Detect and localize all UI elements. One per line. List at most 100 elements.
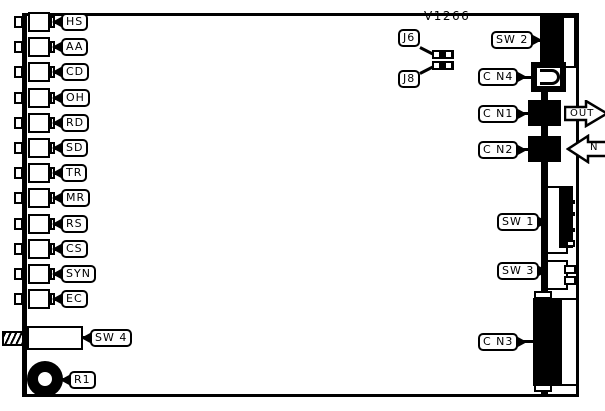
out-arrow-label: OUT xyxy=(570,108,595,119)
arrow-right-icon xyxy=(564,100,605,128)
led-body-icon xyxy=(28,37,50,57)
led-pad-icon xyxy=(14,243,23,255)
j8-jumper-block[interactable] xyxy=(432,61,454,70)
j6-jumper-block[interactable] xyxy=(432,50,454,59)
callout-led-label: CD xyxy=(66,64,85,78)
arrow-left-icon xyxy=(566,134,605,164)
sw4-switch[interactable] xyxy=(27,326,83,350)
led-body-icon xyxy=(28,264,50,284)
r1-potentiometer-dot xyxy=(41,375,49,383)
jumper-pin xyxy=(434,52,439,57)
led-pad-icon xyxy=(14,117,23,129)
led-pad-icon xyxy=(14,218,23,230)
in-arrow-label: N xyxy=(590,142,599,153)
led-pad-icon xyxy=(14,192,23,204)
callout-led-label: CS xyxy=(66,241,83,255)
jumper-pin xyxy=(446,52,451,57)
callout-sw1: SW 1 xyxy=(497,213,540,231)
callout-led-label: SD xyxy=(66,140,84,154)
callout-led-tr: TR xyxy=(61,164,88,182)
callout-led-cs: CS xyxy=(61,240,88,258)
callout-led-cd: CD xyxy=(61,63,90,81)
callout-cn1: C N1 xyxy=(478,105,519,123)
callout-led-label: HS xyxy=(66,14,84,28)
sw2-bracket xyxy=(564,16,576,68)
callout-led-label: RS xyxy=(66,216,83,230)
sw3-contact-slot xyxy=(564,265,576,274)
right-edge-rail xyxy=(541,13,548,397)
cn1-connector[interactable] xyxy=(528,100,561,126)
board-left-rail xyxy=(22,13,27,397)
sw1-contact-slot xyxy=(566,212,575,216)
jumper-pin xyxy=(446,63,451,68)
led-body-icon xyxy=(28,138,50,158)
callout-led-hs: HS xyxy=(61,13,89,31)
jumper-pin xyxy=(440,63,445,68)
callout-led-label: TR xyxy=(66,165,83,179)
sw1-contact-slot xyxy=(566,240,575,247)
callout-cn2: C N2 xyxy=(478,141,519,159)
callout-led-label: RD xyxy=(66,115,85,129)
led-body-icon xyxy=(28,188,50,208)
led-body-icon xyxy=(28,289,50,309)
callout-cn4-label: C N4 xyxy=(483,69,514,83)
led-body-icon xyxy=(28,163,50,183)
callout-sw3: SW 3 xyxy=(497,262,540,280)
callout-sw4: SW 4 xyxy=(90,329,133,347)
led-body-icon xyxy=(28,239,50,259)
callout-r1: R1 xyxy=(69,371,96,389)
led-pad-icon xyxy=(14,16,23,28)
led-pad-icon xyxy=(14,167,23,179)
callout-led-mr: MR xyxy=(61,189,91,207)
callout-led-label: AA xyxy=(66,39,84,53)
callout-led-sd: SD xyxy=(61,139,89,157)
sw1-contact-slot xyxy=(566,228,575,232)
callout-led-rd: RD xyxy=(61,114,90,132)
callout-cn4: C N4 xyxy=(478,68,519,86)
cn2-connector[interactable] xyxy=(528,136,561,162)
cn3-mount-tab-bottom xyxy=(534,384,552,392)
sw1-switch-contacts xyxy=(559,186,573,248)
led-pad-icon xyxy=(14,268,23,280)
led-pad-icon xyxy=(14,41,23,53)
edge-hatch-icon xyxy=(2,331,24,346)
callout-j8-label: J8 xyxy=(403,71,416,85)
led-pad-icon xyxy=(14,293,23,305)
callout-sw2: SW 2 xyxy=(491,31,534,49)
sw2-switch[interactable] xyxy=(540,15,566,67)
callout-led-aa: AA xyxy=(61,38,89,56)
led-body-icon xyxy=(28,214,50,234)
callout-sw4-label: SW 4 xyxy=(95,330,128,344)
callout-j6: J6 xyxy=(398,29,421,47)
callout-led-label: MR xyxy=(66,190,86,204)
led-body-icon xyxy=(28,113,50,133)
callout-led-label: EC xyxy=(66,291,83,305)
callout-j8: J8 xyxy=(398,70,421,88)
page-title: V1266 xyxy=(424,9,471,23)
callout-r1-label: R1 xyxy=(74,372,91,386)
callout-j6-label: J6 xyxy=(403,30,416,44)
led-body-icon xyxy=(28,62,50,82)
jumper-pin xyxy=(434,63,439,68)
callout-led-label: OH xyxy=(66,90,85,104)
callout-led-rs: RS xyxy=(61,215,88,233)
callout-led-ec: EC xyxy=(61,290,88,308)
callout-led-oh: OH xyxy=(61,89,90,107)
callout-led-syn: SYN xyxy=(61,265,96,283)
callout-led-label: SYN xyxy=(66,266,91,280)
cn4-connector-slot xyxy=(540,69,560,85)
led-body-icon xyxy=(28,12,50,32)
callout-sw3-label: SW 3 xyxy=(502,263,535,277)
callout-sw2-label: SW 2 xyxy=(496,32,529,46)
led-pad-icon xyxy=(14,92,23,104)
led-body-icon xyxy=(28,88,50,108)
sw3-contact-slot xyxy=(564,276,576,285)
cn3-connector-shell xyxy=(560,298,578,386)
callout-cn1-label: C N1 xyxy=(483,106,514,120)
led-pad-icon xyxy=(14,66,23,78)
callout-cn2-label: C N2 xyxy=(483,142,514,156)
jumper-pin xyxy=(440,52,445,57)
callout-sw1-label: SW 1 xyxy=(502,214,535,228)
sw1-contact-slot xyxy=(566,200,575,204)
